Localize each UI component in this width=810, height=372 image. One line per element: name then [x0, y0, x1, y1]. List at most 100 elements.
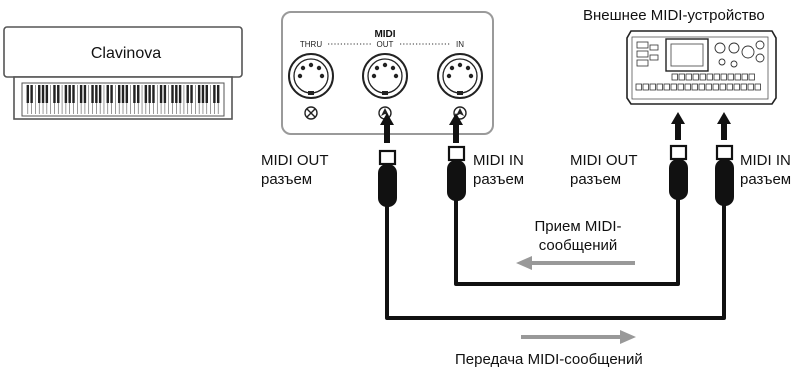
- device-pad: [642, 83, 649, 91]
- black-key: [144, 85, 148, 103]
- device-out-port-line1: MIDI OUT: [570, 152, 638, 169]
- piano-in-port-label: MIDI IN разъем: [473, 151, 524, 189]
- up-arrow-icon: [671, 112, 685, 140]
- black-key: [171, 85, 174, 103]
- black-key: [117, 85, 121, 103]
- plug-device-out: [669, 144, 688, 200]
- black-key: [178, 85, 182, 103]
- receive-caption-line2: сообщений: [538, 237, 618, 254]
- black-key: [68, 85, 71, 103]
- black-key: [72, 85, 75, 103]
- receive-direction-arrow: [516, 256, 635, 270]
- midi-panel: MIDI THRU OUT IN: [281, 11, 494, 135]
- black-key: [186, 85, 189, 103]
- black-key: [205, 85, 208, 103]
- black-key: [216, 85, 220, 103]
- device-pad: [692, 73, 699, 81]
- midi-thru-port: [288, 53, 334, 99]
- device-pad: [691, 83, 698, 91]
- out-label: OUT: [377, 40, 394, 49]
- piano-name: Clavinova: [91, 45, 161, 62]
- no-connection-icon: [304, 106, 318, 120]
- black-key: [45, 85, 49, 103]
- black-key: [110, 85, 113, 103]
- device-pad: [706, 73, 713, 81]
- device-pad: [663, 83, 670, 91]
- black-key: [83, 85, 87, 103]
- device-pad: [734, 73, 741, 81]
- receive-cable: [454, 198, 680, 286]
- device-pad: [698, 83, 705, 91]
- device-left-buttons: [636, 41, 659, 67]
- device-pad: [705, 83, 712, 91]
- device-out-port-label: MIDI OUT разъем: [570, 151, 638, 189]
- receive-caption-line1: Прием MIDI-: [534, 218, 622, 235]
- black-key: [152, 85, 155, 103]
- device-pad: [733, 83, 740, 91]
- piano-keyboard: [26, 85, 220, 114]
- device-pad-rows: [635, 73, 761, 91]
- black-key: [133, 85, 136, 103]
- device-pad: [685, 73, 692, 81]
- black-key: [175, 85, 178, 103]
- piano-in-port-line2: разъем: [473, 171, 525, 188]
- up-arrow-icon: [449, 113, 463, 143]
- black-key: [137, 85, 140, 103]
- device-pad: [677, 83, 684, 91]
- black-key: [41, 85, 45, 103]
- black-key: [213, 85, 216, 103]
- black-key: [30, 85, 33, 103]
- device-pad: [699, 73, 706, 81]
- device-pad: [635, 83, 642, 91]
- piano-in-port-line1: MIDI IN: [473, 152, 524, 169]
- black-key: [26, 85, 30, 103]
- device-screen: [665, 38, 709, 72]
- black-key: [91, 85, 94, 103]
- external-device-label: Внешнее MIDI-устройство: [583, 7, 765, 24]
- device-pad: [712, 83, 719, 91]
- piano-illustration: Clavinova: [3, 26, 243, 120]
- device-pad: [754, 83, 761, 91]
- device-in-port-line2: разъем: [740, 171, 792, 188]
- midi-in-port: [437, 53, 483, 99]
- device-in-port-line1: MIDI IN: [740, 152, 791, 169]
- device-pad: [740, 83, 747, 91]
- device-pad: [656, 83, 663, 91]
- piano-out-port-line1: MIDI OUT: [261, 152, 329, 169]
- black-key: [125, 85, 129, 103]
- device-pad: [741, 73, 748, 81]
- black-key: [38, 85, 41, 103]
- black-key: [163, 85, 167, 103]
- in-label: IN: [456, 40, 464, 49]
- black-key: [79, 85, 83, 103]
- device-pad: [726, 83, 733, 91]
- external-device-illustration: [626, 30, 777, 105]
- device-pad: [684, 83, 691, 91]
- device-pad: [713, 73, 720, 81]
- black-key: [201, 85, 205, 103]
- device-pad: [671, 73, 678, 81]
- device-pad: [747, 83, 754, 91]
- black-key: [190, 85, 193, 103]
- black-key: [95, 85, 98, 103]
- plug-device-in: [715, 144, 734, 206]
- transmit-direction-arrow: [521, 330, 636, 344]
- black-key: [159, 85, 163, 103]
- black-key: [64, 85, 68, 103]
- device-pad: [678, 73, 685, 81]
- device-knobs: [714, 40, 765, 68]
- device-pad: [670, 83, 677, 91]
- black-key: [121, 85, 125, 103]
- black-key: [98, 85, 102, 103]
- midi-title: MIDI: [374, 29, 395, 40]
- up-arrow-icon: [717, 112, 731, 140]
- transmit-cable: [385, 204, 726, 320]
- device-out-port-line2: разъем: [570, 171, 622, 188]
- plug-piano-out: [378, 149, 397, 207]
- device-pad: [727, 73, 734, 81]
- black-key: [57, 85, 60, 103]
- device-pad: [719, 83, 726, 91]
- black-key: [148, 85, 151, 103]
- black-key: [53, 85, 56, 103]
